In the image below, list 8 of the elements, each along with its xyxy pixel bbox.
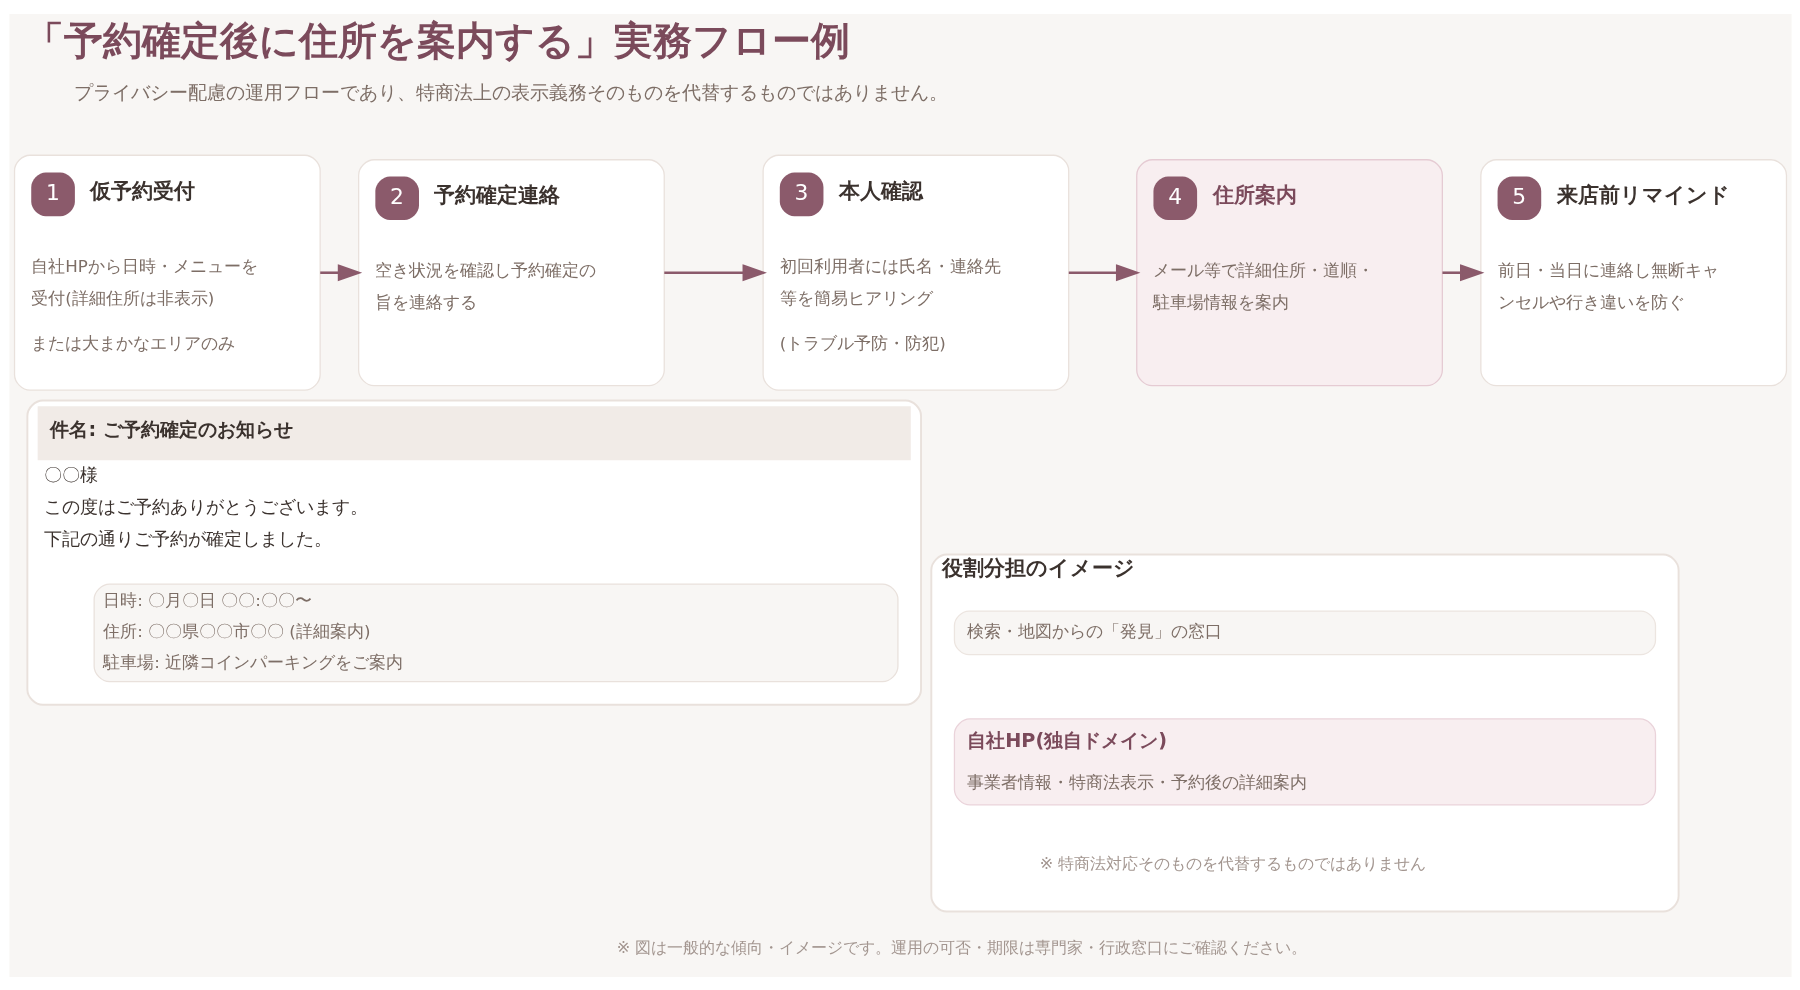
label: ※ 特商法対応そのものを代替するものではありません xyxy=(1039,853,1426,873)
arrow xyxy=(319,263,362,281)
diagram-title: 「予約確定後に住所を案内する」実務フロー例 xyxy=(24,17,850,63)
arrow xyxy=(1441,263,1484,281)
arrow xyxy=(663,263,767,281)
label: ※ 図は一般的な傾向・イメージです。運用の可否・期限は専門家・行政窓口にご確認ください。 xyxy=(616,937,1307,957)
arrow xyxy=(1068,263,1140,281)
label: プライバシー配慮の運用フローであり、特商法上の表示義務そのものを代替するものではありません。 xyxy=(73,80,948,104)
